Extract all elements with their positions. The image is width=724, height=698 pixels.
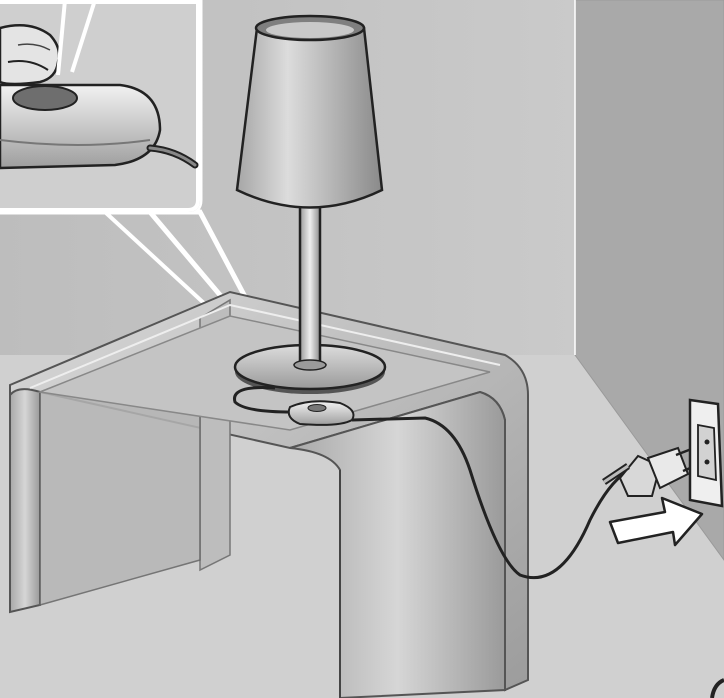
power-cord-icon <box>233 386 631 580</box>
plug-icon <box>602 446 701 497</box>
wall-socket-icon <box>688 398 724 508</box>
insert-arrow-icon <box>608 496 704 547</box>
inline-switch-icon <box>287 400 355 426</box>
corner-mark <box>710 678 724 698</box>
switch-closeup <box>0 83 199 170</box>
side-table-icon <box>9 290 529 698</box>
hand-icon <box>0 0 97 86</box>
lamp-icon <box>233 14 387 394</box>
